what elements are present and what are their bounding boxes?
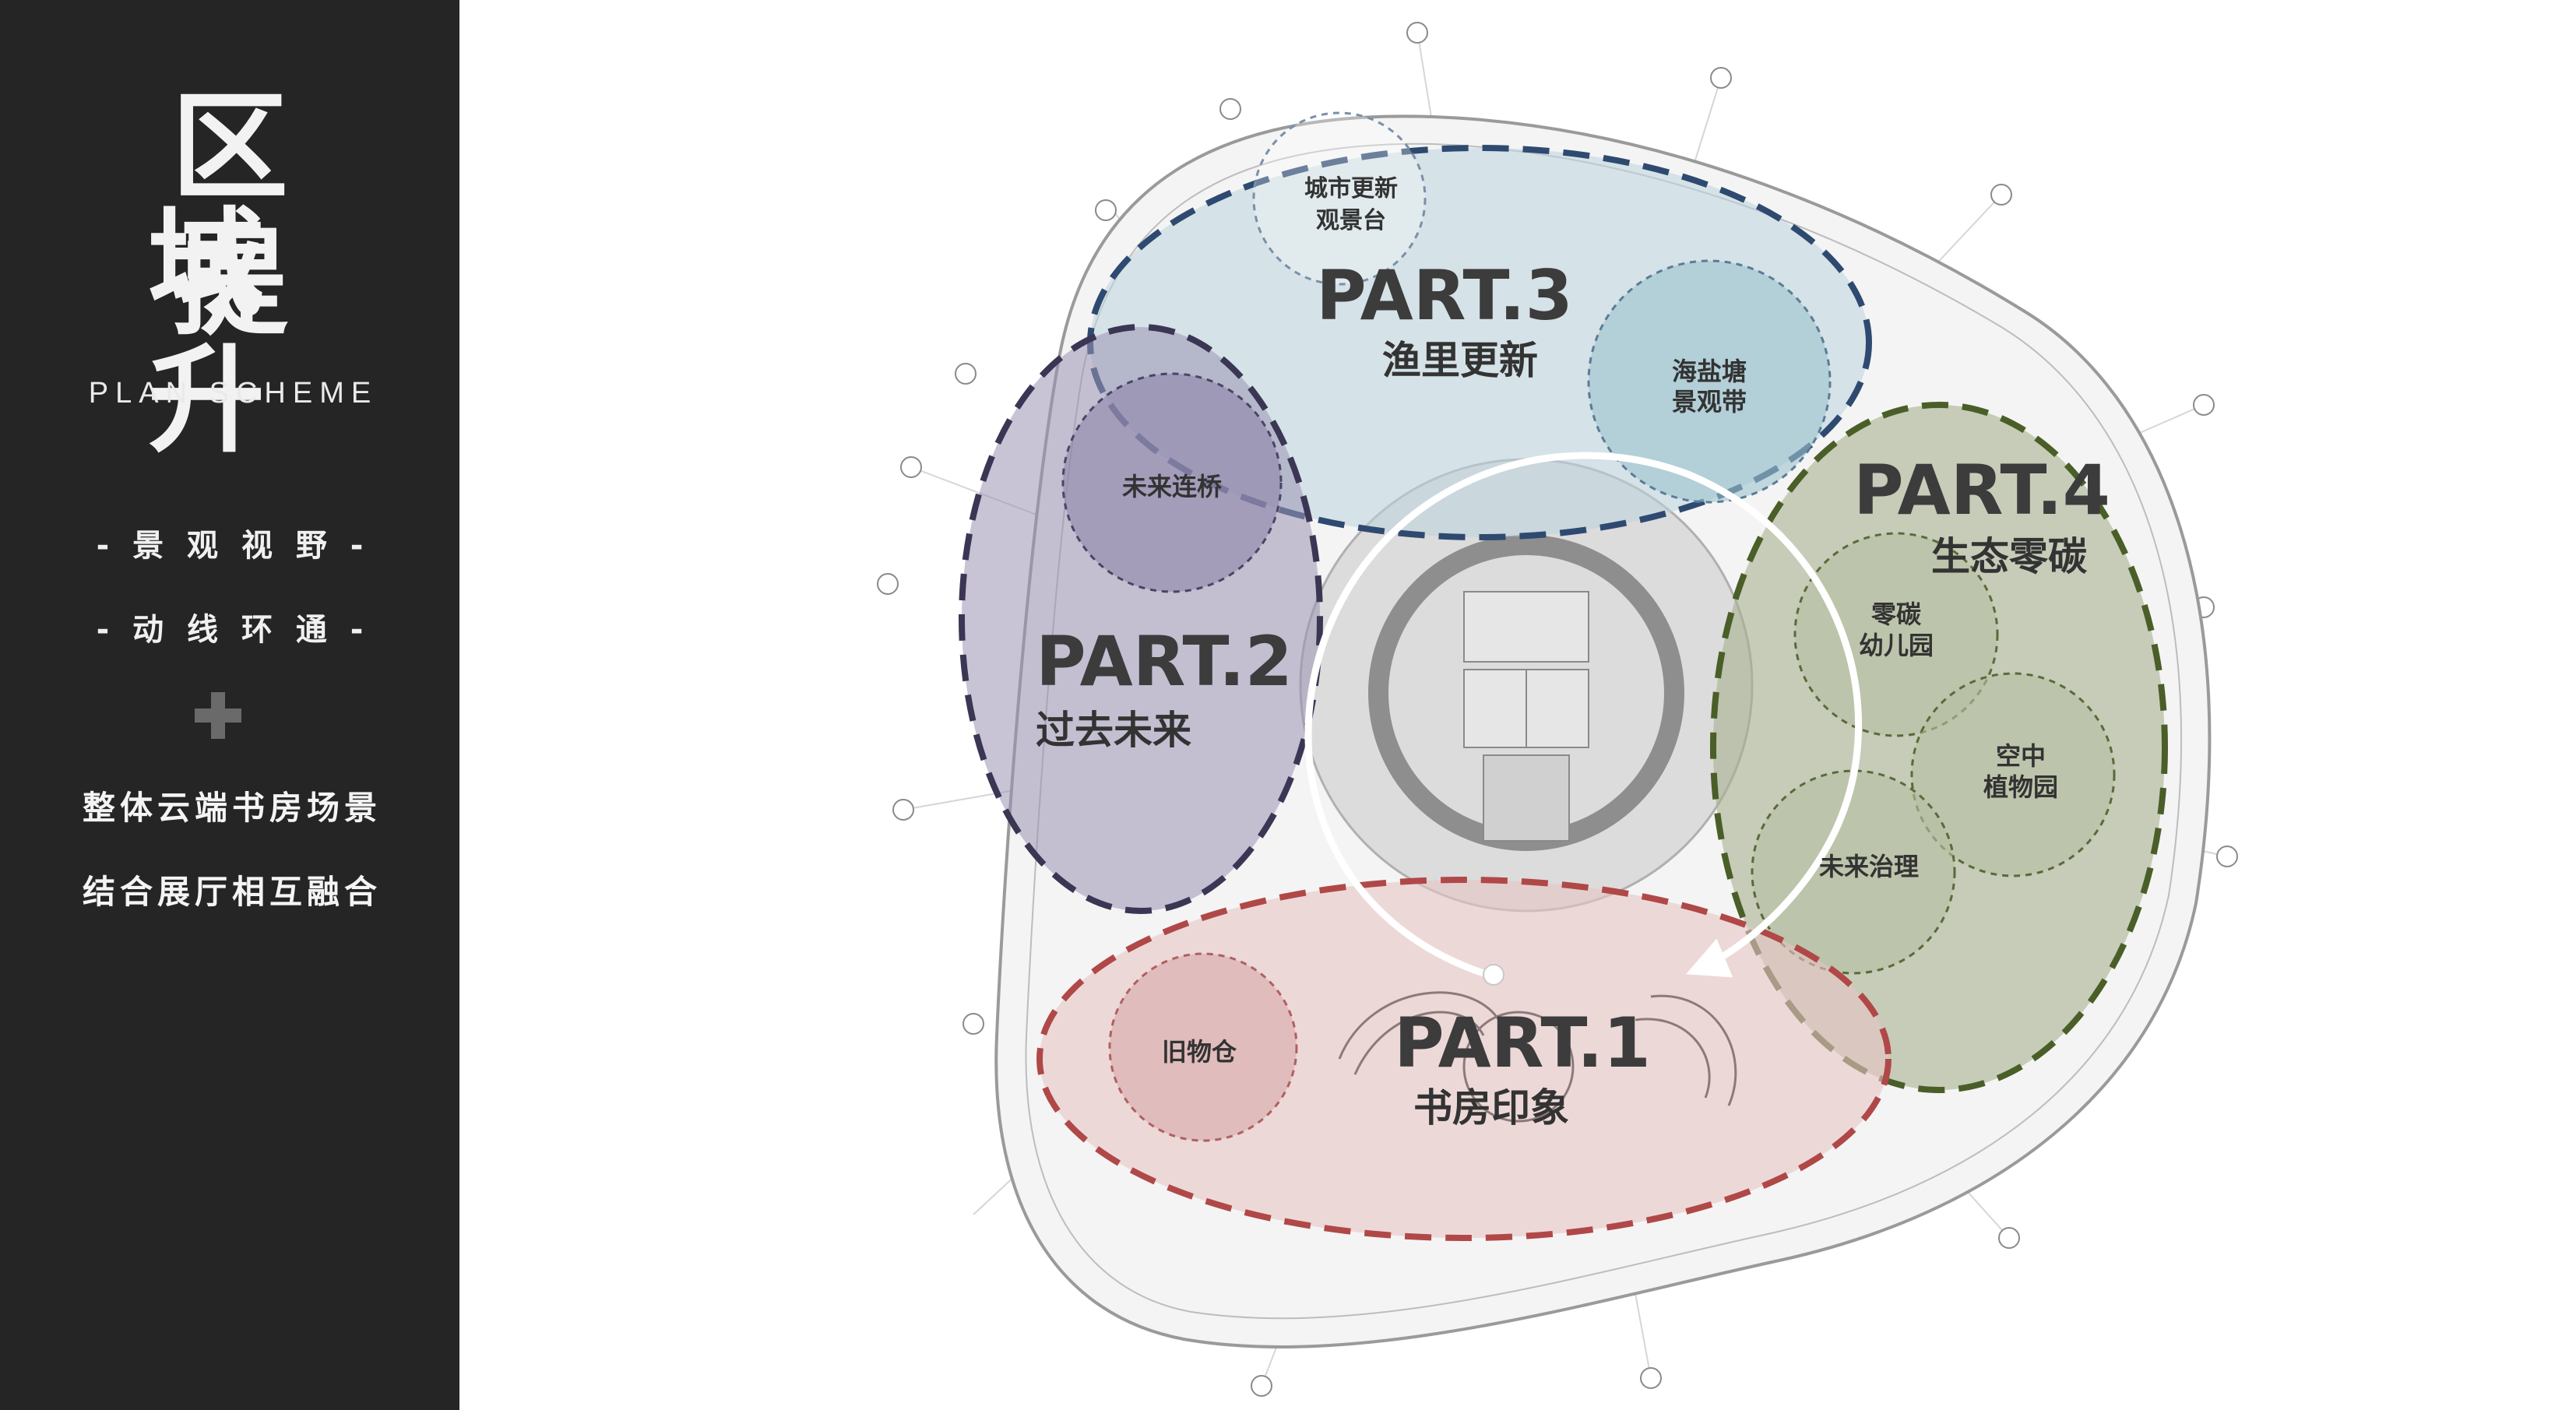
description-line-2: 结合展厅相互融合 — [82, 873, 382, 911]
old-warehouse-subzone — [1108, 952, 1298, 1142]
part2-title: PART.2 — [1036, 621, 1293, 701]
core-stair-block — [1463, 591, 1589, 842]
lookout-subzone — [1252, 111, 1427, 286]
study-furniture — [1338, 991, 1737, 1123]
city-lookout-label-1: 城市更新 — [1304, 175, 1398, 202]
part1-name: 书房印象 — [1413, 1085, 1569, 1130]
part4-title: PART.4 — [1853, 450, 2110, 530]
part2-name: 过去未来 — [1036, 708, 1191, 753]
plan-diagram: PART.3 渔里更新 PART.2 过去未来 PART.4 生态零碳 PART… — [877, 22, 2238, 1397]
title-line-2: 提 升 — [147, 216, 335, 469]
plan-scheme-subtitle: PLAN SCHEME — [88, 377, 378, 410]
description-line-1: 整体云端书房场景 — [82, 789, 382, 827]
circulation-arrow — [1304, 452, 1862, 978]
future-bridge-subzone — [1061, 372, 1283, 593]
title-line-1: 区 域 — [147, 80, 335, 332]
part1-title: PART.1 — [1394, 1003, 1651, 1083]
future-bridge-label: 未来连桥 — [1122, 472, 1222, 501]
bullet-circulation: - 动 线 环 通 - — [96, 612, 370, 648]
salt-pond-label-2: 景观带 — [1672, 387, 1747, 417]
old-warehouse-label: 旧物仓 — [1162, 1037, 1237, 1067]
future-governance-subzone — [1751, 769, 1956, 975]
sky-garden-label-2: 植物园 — [1983, 772, 2058, 802]
zero-carbon-label-1: 零碳 — [1871, 600, 1922, 629]
part3-name: 渔里更新 — [1382, 338, 1538, 383]
future-governance-label: 未来治理 — [1819, 852, 1919, 881]
sidebar-panel: 区 域 提 升 PLAN SCHEME - 景 观 视 野 - - 动 线 环 … — [0, 0, 459, 1410]
zero-carbon-subzone — [1793, 532, 1999, 737]
sky-garden-label-1: 空中 — [1996, 741, 2046, 771]
plus-icon — [195, 692, 241, 739]
part3-title: PART.3 — [1316, 255, 1573, 336]
city-lookout-label-2: 观景台 — [1316, 207, 1386, 234]
grid-circles — [877, 22, 2238, 1397]
bullet-landscape-view: - 景 观 视 野 - — [96, 528, 370, 564]
sky-garden-subzone — [1910, 672, 2116, 877]
salt-pond-label-1: 海盐塘 — [1672, 357, 1747, 386]
salt-pond-subzone — [1587, 259, 1832, 504]
zero-carbon-label-2: 幼儿园 — [1859, 631, 1934, 660]
circulation-start-dot — [1483, 964, 1504, 986]
part4-name: 生态零碳 — [1931, 534, 2088, 579]
